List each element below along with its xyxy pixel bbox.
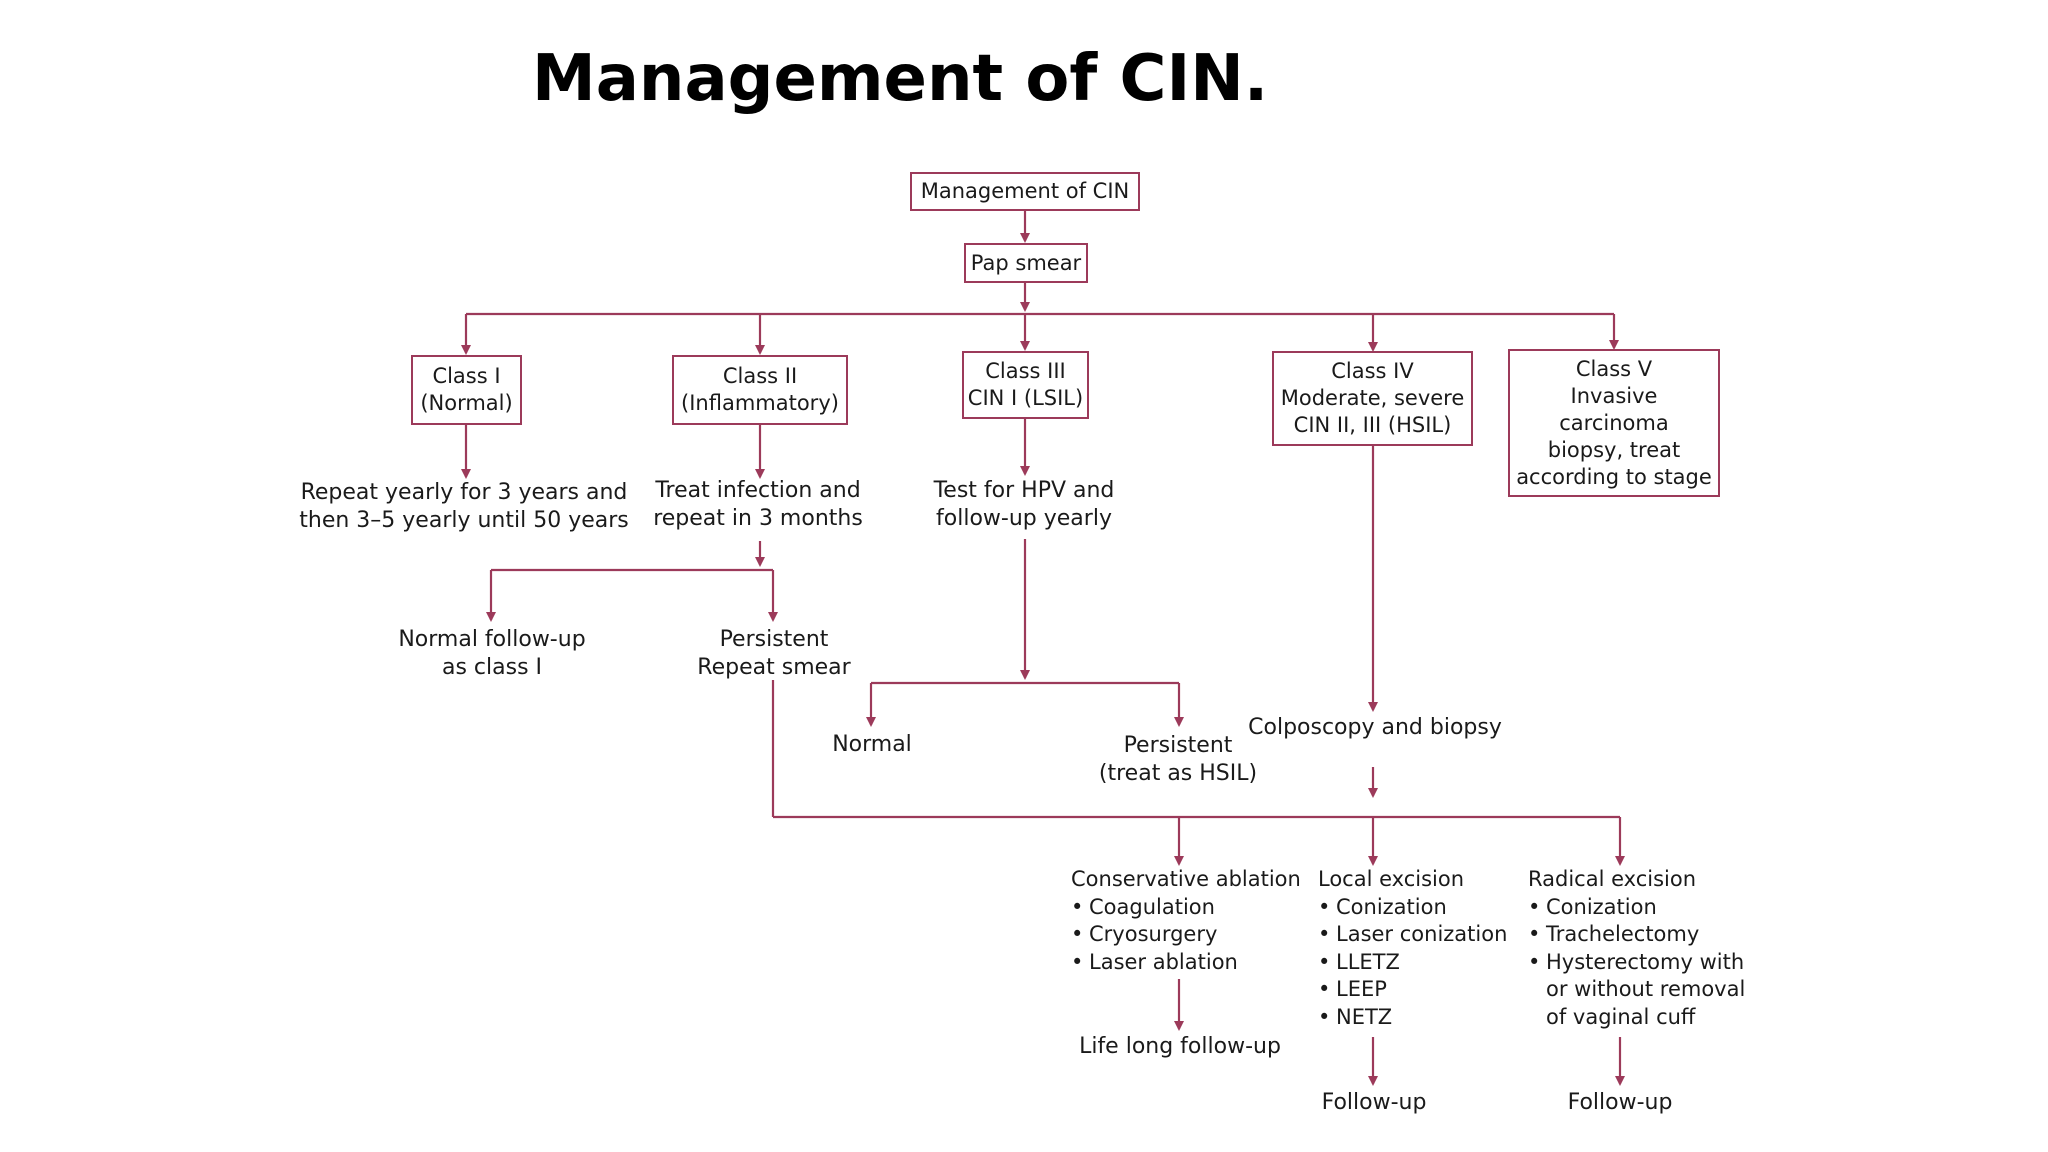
persistent-repeat-line-1: Persistent: [719, 627, 829, 652]
radical-item: Conization: [1528, 894, 1745, 922]
local-item: LLETZ: [1318, 949, 1507, 977]
class-3-line-2: CIN I (LSIL): [967, 386, 1084, 410]
life-long-followup-text: Life long follow-up: [1079, 1033, 1281, 1061]
class-2-line-2: (Inflammatory): [681, 391, 839, 415]
local-followup-text: Follow-up: [1322, 1089, 1427, 1117]
conservative-item: Laser ablation: [1071, 949, 1301, 977]
normal-followup-text: Normal follow-up as class I: [398, 626, 585, 682]
life-long-followup-line: Life long follow-up: [1079, 1034, 1281, 1059]
colposcopy-text: Colposcopy and biopsy: [1248, 714, 1502, 742]
class-4-line-1: Class IV: [1331, 359, 1414, 383]
class-5-line-1: Class V: [1575, 356, 1653, 381]
treat-infection-line-2: repeat in 3 months: [653, 506, 863, 531]
treat-infection-text: Treat infection and repeat in 3 months: [653, 477, 863, 533]
radical-item: or without removal: [1546, 977, 1746, 1001]
normal-followup-line-2: as class I: [441, 655, 543, 680]
class-4-line-3: CIN II, III (HSIL): [1293, 413, 1452, 437]
test-hpv-line-2: follow-up yearly: [936, 506, 1112, 531]
node-class-4: Class IV Moderate, severe CIN II, III (H…: [1272, 351, 1473, 446]
slide-title: Management of CIN.: [532, 42, 1269, 116]
local-excision-heading: Local excision: [1318, 867, 1465, 891]
radical-item: Hysterectomy with: [1528, 949, 1745, 977]
node-class-2: Class II (Inflammatory): [672, 355, 848, 425]
node-management-of-cin-label: Management of CIN: [920, 179, 1130, 203]
node-class-3: Class III CIN I (LSIL): [962, 351, 1089, 419]
normal-line: Normal: [832, 732, 912, 757]
treat-infection-line-1: Treat infection and: [655, 478, 861, 503]
repeat-yearly-line-2: then 3–5 yearly until 50 years: [299, 508, 629, 533]
local-item: Conization: [1318, 894, 1507, 922]
radical-excision-list: Radical excision Conization Trachelectom…: [1528, 866, 1745, 1031]
node-pap-smear: Pap smear: [964, 243, 1088, 283]
conservative-ablation-heading: Conservative ablation: [1071, 867, 1301, 891]
class-1-line-2: (Normal): [420, 391, 513, 415]
persistent-repeat-line-2: Repeat smear: [697, 655, 851, 680]
local-followup-line: Follow-up: [1321, 1090, 1427, 1115]
radical-followup-text: Follow-up: [1568, 1089, 1673, 1117]
local-item: NETZ: [1318, 1004, 1507, 1032]
node-pap-smear-label: Pap smear: [970, 250, 1082, 275]
repeat-yearly-line-1: Repeat yearly for 3 years and: [300, 480, 628, 505]
test-hpv-text: Test for HPV and follow-up yearly: [934, 477, 1115, 533]
node-class-1: Class I (Normal): [411, 355, 522, 425]
local-excision-list: Local excision Conization Laser conizati…: [1318, 866, 1507, 1031]
colposcopy-line: Colposcopy and biopsy: [1248, 715, 1502, 740]
persistent-hsil-text: Persistent (treat as HSIL): [1099, 732, 1257, 788]
radical-item: of vaginal cuff: [1546, 1004, 1696, 1029]
persistent-repeat-text: Persistent Repeat smear: [697, 626, 850, 682]
normal-text: Normal: [832, 731, 912, 759]
persistent-hsil-line-2: (treat as HSIL): [1098, 761, 1258, 786]
class-2-line-1: Class II: [722, 364, 798, 388]
conservative-ablation-list: Conservative ablation Coagulation Cryosu…: [1071, 866, 1301, 976]
test-hpv-line-1: Test for HPV and: [933, 478, 1115, 503]
class-5-line-4: biopsy, treat: [1547, 437, 1681, 462]
conservative-item: Coagulation: [1071, 894, 1301, 922]
repeat-yearly-text: Repeat yearly for 3 years and then 3–5 y…: [299, 479, 629, 535]
class-1-line-1: Class I: [432, 364, 501, 388]
class-5-line-2: Invasive: [1570, 383, 1658, 408]
conservative-item: Cryosurgery: [1071, 921, 1301, 949]
local-item: Laser conization: [1318, 921, 1507, 949]
class-4-line-2: Moderate, severe: [1280, 386, 1465, 410]
local-item: LEEP: [1318, 976, 1507, 1004]
radical-excision-heading: Radical excision: [1528, 867, 1697, 891]
class-3-line-1: Class III: [985, 359, 1066, 383]
node-class-5: Class V Invasive carcinoma biopsy, treat…: [1508, 349, 1720, 497]
normal-followup-line-1: Normal follow-up: [398, 627, 586, 652]
persistent-hsil-line-1: Persistent: [1123, 733, 1233, 758]
node-management-of-cin: Management of CIN: [910, 172, 1140, 211]
class-5-line-5: according to stage: [1516, 464, 1712, 489]
radical-followup-line: Follow-up: [1567, 1090, 1673, 1115]
radical-item: Trachelectomy: [1528, 921, 1745, 949]
class-5-line-3: carcinoma: [1559, 410, 1669, 435]
